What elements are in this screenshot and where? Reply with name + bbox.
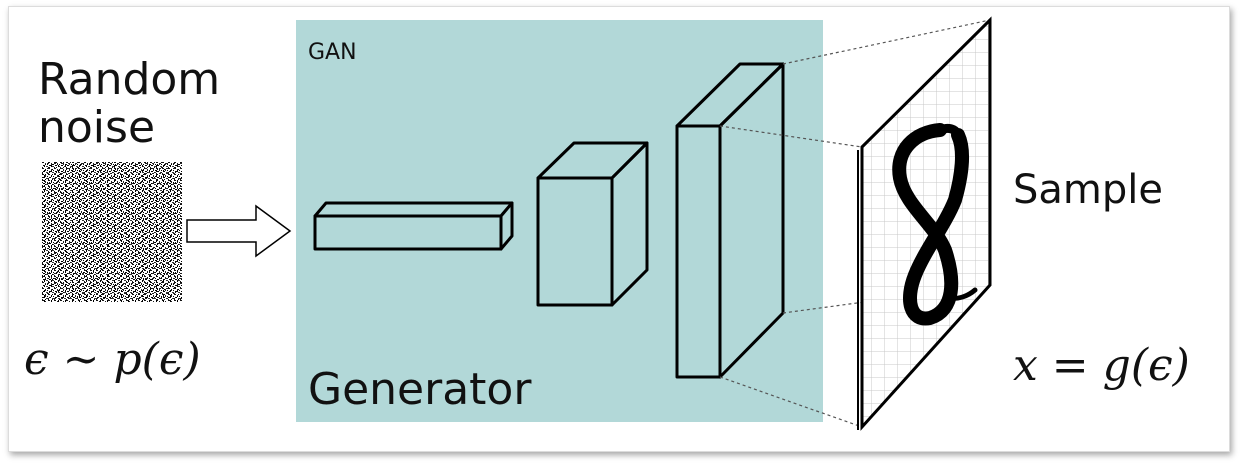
random-label: Random: [38, 54, 221, 105]
handwritten-digit-8-icon: [892, 123, 969, 326]
hollow-right-arrow-icon: [186, 204, 292, 258]
noise-label: noise: [38, 102, 156, 153]
noise-texture-icon: [42, 162, 182, 302]
gan-panel: [296, 20, 823, 422]
sample-label: Sample: [1013, 167, 1163, 213]
generator-layer-1: [313, 201, 514, 251]
generator-label: Generator: [308, 364, 532, 415]
generator-layer-2: [536, 141, 649, 307]
gan-label: GAN: [308, 40, 357, 65]
generator-layer-3: [675, 62, 785, 379]
prior-equation: ϵ ~ p(ϵ): [24, 334, 201, 385]
sample-equation: x = g(ϵ): [1013, 340, 1190, 391]
